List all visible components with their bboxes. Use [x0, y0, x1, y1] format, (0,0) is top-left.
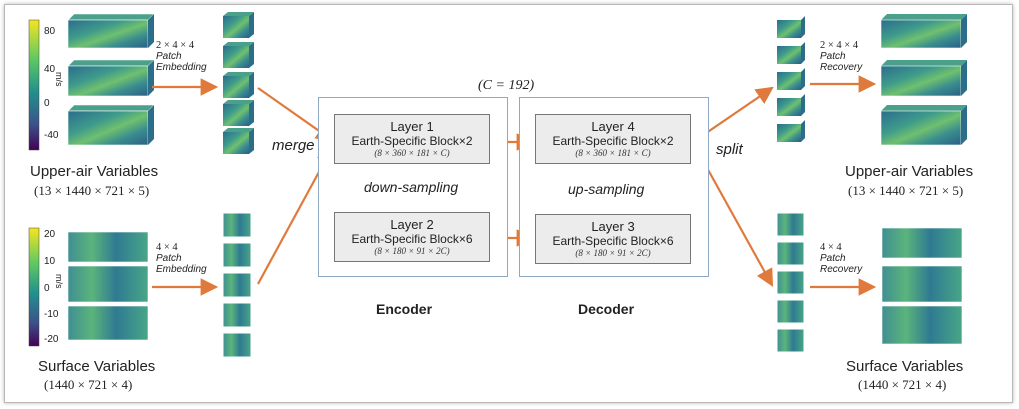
- right-upper-patch-label: 2 × 4 × 4 Patch Recovery: [820, 40, 862, 73]
- layer-4-name: Layer 4: [591, 119, 635, 134]
- encoder-title: Encoder: [376, 301, 433, 317]
- right-surface-patch-word1: Patch: [820, 253, 846, 264]
- upper-cb-tick-4: -40: [44, 130, 59, 141]
- right-surface-slabs: [881, 227, 963, 345]
- surface-cb-unit: m/s: [54, 274, 64, 289]
- left-surface-patch-word2: Embedding: [156, 264, 207, 275]
- right-surface-patch-word2: Recovery: [820, 264, 863, 275]
- left-surface-patch-squares: [222, 212, 252, 358]
- layer-2-shape: (8 × 180 × 91 × 2C): [374, 246, 450, 256]
- decoder-title: Decoder: [578, 301, 635, 317]
- surface-cb-tick-3: 0: [44, 283, 50, 294]
- flow-arrows: [152, 75, 877, 296]
- layer-3-box: Layer 3 Earth-Specific Block×6 (8 × 180 …: [535, 214, 691, 264]
- right-surface-patch-size: 4 × 4: [820, 242, 842, 253]
- upper-cb-tick-1: 80: [44, 26, 56, 37]
- right-surface-name: Surface Variables: [846, 358, 964, 375]
- layer-4-block: Earth-Specific Block×2: [552, 134, 674, 148]
- left-surface-dims: (1440 × 721 × 4): [44, 377, 133, 392]
- layer-4-box: Layer 4 Earth-Specific Block×2 (8 × 360 …: [535, 114, 691, 164]
- right-upper-dims: (13 × 1440 × 721 × 5): [848, 183, 964, 198]
- right-upper-patch-cubes: [777, 16, 805, 142]
- right-surface-patch-label: 4 × 4 Patch Recovery: [820, 242, 862, 275]
- upper-cb-tick-3: 0: [44, 98, 50, 109]
- layer-1-shape: (8 × 360 × 181 × C): [374, 148, 450, 158]
- right-upper-slabs: [880, 14, 967, 146]
- surface-cb-tick-4: -10: [44, 309, 59, 320]
- layer-2-name: Layer 2: [390, 217, 434, 232]
- right-upper-patch-size: 2 × 4 × 4: [820, 40, 859, 51]
- left-surface-slabs: [67, 231, 149, 341]
- left-surface-patch-size: 4 × 4: [156, 242, 178, 253]
- right-upper-patch-word2: Recovery: [820, 62, 863, 73]
- left-upper-slabs: [67, 13, 155, 146]
- surface-colorbar: [28, 227, 40, 347]
- down-sampling-label: down-sampling: [364, 179, 459, 195]
- surface-cb-tick-1: 20: [44, 229, 56, 240]
- surface-cb-tick-5: -20: [44, 334, 59, 345]
- merge-label: merge: [272, 137, 315, 154]
- left-upper-patch-label: 2 × 4 × 4 Patch Embedding: [156, 40, 207, 73]
- right-upper-patch-word1: Patch: [820, 51, 846, 62]
- layer-3-name: Layer 3: [591, 219, 635, 234]
- upper-colorbar: [28, 19, 40, 151]
- up-sampling-label: up-sampling: [568, 181, 645, 197]
- left-upper-patch-size: 2 × 4 × 4: [156, 40, 195, 51]
- layer-2-block: Earth-Specific Block×6: [351, 232, 473, 246]
- layer-1-block: Earth-Specific Block×2: [351, 134, 473, 148]
- layer-4-shape: (8 × 360 × 181 × C): [575, 148, 651, 158]
- layer-1-box: Layer 1 Earth-Specific Block×2 (8 × 360 …: [334, 114, 490, 164]
- channel-note: (C = 192): [478, 78, 535, 93]
- layer-3-shape: (8 × 180 × 91 × 2C): [575, 248, 651, 258]
- left-surface-patch-word1: Patch: [156, 253, 182, 264]
- layer-1-name: Layer 1: [390, 119, 434, 134]
- left-surface-patch-label: 4 × 4 Patch Embedding: [156, 242, 207, 275]
- split-label: split: [716, 141, 743, 158]
- left-surface-name: Surface Variables: [38, 358, 156, 375]
- left-upper-patch-cubes: [223, 12, 254, 154]
- left-upper-dims: (13 × 1440 × 721 × 5): [34, 183, 150, 198]
- upper-cb-unit: m/s: [54, 72, 64, 87]
- left-upper-name: Upper-air Variables: [30, 163, 159, 180]
- right-surface-patch-squares: [776, 212, 805, 353]
- upper-cb-tick-2: 40: [44, 64, 56, 75]
- right-surface-dims: (1440 × 721 × 4): [858, 377, 947, 392]
- figure-frame: [4, 4, 1013, 403]
- layer-3-block: Earth-Specific Block×6: [552, 234, 674, 248]
- surface-cb-tick-2: 10: [44, 256, 56, 267]
- left-upper-patch-word1: Patch: [156, 51, 182, 62]
- layer-2-box: Layer 2 Earth-Specific Block×6 (8 × 180 …: [334, 212, 490, 262]
- right-upper-name: Upper-air Variables: [845, 163, 974, 180]
- left-upper-patch-word2: Embedding: [156, 62, 207, 73]
